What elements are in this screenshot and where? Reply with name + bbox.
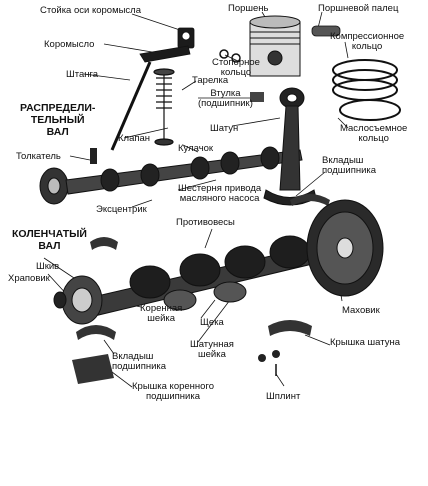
label-rocker-arm: Коромысло: [44, 39, 95, 50]
label-tappet: Толкатель: [16, 151, 61, 162]
label-main-bearing-cap-line1: Крышка коренного: [132, 381, 214, 392]
label-oil-ring-line1: Маслосъемное: [340, 123, 408, 134]
camshaft-heading-line2: ТЕЛЬНЫЙ: [30, 114, 85, 126]
crankshaft-heading-line1: КОЛЕНЧАТЫЙ: [12, 228, 87, 240]
label-bearing-shell-top: Вкладыш подшипника: [322, 156, 376, 176]
label-rocker-axle-post: Стойка оси коромысла: [40, 5, 142, 16]
label-main-journal: Коренная шейка: [140, 304, 182, 324]
label-rod-journal: Шатунная шейка: [190, 340, 234, 360]
label-compression-ring-line2: кольцо: [351, 41, 383, 52]
label-push-rod: Штанга: [66, 69, 99, 80]
crankshaft-heading: КОЛЕНЧАТЫЙ ВАЛ: [12, 228, 87, 252]
label-rod-journal-line2: шейка: [198, 349, 226, 360]
label-oil-pump-gear: Шестерня привода масляного насоса: [178, 184, 261, 204]
label-connecting-rod: Шатун: [210, 123, 239, 134]
label-main-bearing-cap: Крышка коренного подшипника: [132, 382, 214, 402]
label-flywheel: Маховик: [342, 305, 380, 316]
label-compression-ring-line1: Компрессионное: [330, 31, 405, 42]
label-oil-ring-line2: кольцо: [358, 133, 389, 144]
label-bushing-line2: (подшипник): [198, 98, 253, 109]
label-cheek: Щека: [200, 317, 224, 328]
label-compression-ring: Компрессионное кольцо: [330, 32, 404, 52]
crankshaft-heading-line2: ВАЛ: [38, 240, 61, 252]
label-oil-pump-gear-line2: масляного насоса: [179, 193, 260, 204]
label-oil-ring: Маслосъемное кольцо: [340, 124, 407, 144]
label-cam: Кулачок: [178, 143, 214, 154]
label-pulley: Шкив: [36, 261, 60, 272]
camshaft-heading: РАСПРЕДЕЛИ- ТЕЛЬНЫЙ ВАЛ: [20, 102, 95, 138]
label-bearing-shell-top-line1: Вкладыш: [322, 155, 364, 166]
label-retaining-ring-line2: кольцо: [220, 67, 252, 78]
label-ratchet: Храповик: [8, 273, 50, 284]
label-main-bearing-cap-line2: подшипника: [145, 391, 201, 402]
label-bearing-shell-top-line2: подшипника: [322, 165, 377, 176]
label-retaining-ring: Стопорное кольцо: [212, 58, 260, 78]
label-main-journal-line1: Коренная: [140, 303, 183, 314]
label-bearing-shell-bottom-line1: Вкладыш: [112, 351, 154, 362]
label-piston-pin: Поршневой палец: [318, 3, 399, 14]
label-rod-journal-line1: Шатунная: [190, 339, 234, 350]
label-counterweights: Противовесы: [176, 217, 235, 228]
label-eccentric: Эксцентрик: [96, 204, 147, 215]
label-cotter-pin: Шплинт: [266, 391, 301, 402]
label-bushing-line1: Втулка: [210, 88, 241, 99]
label-valve: Клапан: [118, 133, 151, 144]
label-bushing: Втулка (подшипник): [198, 89, 253, 109]
label-oil-pump-gear-line1: Шестерня привода: [178, 183, 262, 194]
label-retaining-ring-line1: Стопорное: [212, 57, 260, 68]
label-valve-plate: Тарелка: [192, 75, 229, 86]
label-bearing-shell-bottom: Вкладыш подшипника: [112, 352, 166, 372]
label-rod-cap: Крышка шатуна: [330, 337, 400, 348]
label-main-journal-line2: шейка: [147, 313, 176, 324]
camshaft-heading-line3: ВАЛ: [46, 126, 69, 138]
label-bearing-shell-bottom-line2: подшипника: [112, 361, 167, 372]
camshaft-heading-line1: РАСПРЕДЕЛИ-: [20, 102, 96, 114]
label-piston: Поршень: [228, 3, 269, 14]
